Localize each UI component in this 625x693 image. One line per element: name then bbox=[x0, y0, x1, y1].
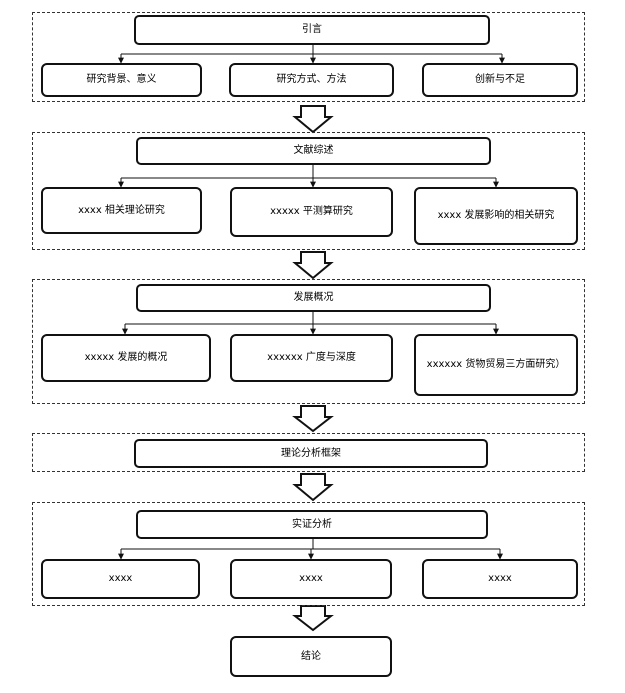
literature-item-impact: xxxx 发展影响的相关研究 bbox=[414, 187, 578, 245]
block-arrow-1 bbox=[292, 105, 334, 134]
block-arrow-2 bbox=[292, 251, 334, 280]
overview-item-status: xxxxx 发展的概况 bbox=[41, 334, 211, 382]
block-arrow-3 bbox=[292, 405, 334, 433]
block-arrow-5 bbox=[292, 605, 334, 632]
conclusion-box: 结论 bbox=[230, 636, 392, 677]
section-literature bbox=[32, 132, 585, 250]
intro-item-innovation: 创新与不足 bbox=[422, 63, 578, 97]
empirical-item-3: xxxx bbox=[422, 559, 578, 599]
connector-overview bbox=[122, 312, 499, 335]
section-intro bbox=[32, 12, 585, 102]
overview-item-trade: xxxxxx 货物贸易三方面研究） bbox=[414, 334, 578, 396]
framework-header-box: 理论分析框架 bbox=[134, 439, 488, 468]
section-empirical bbox=[32, 502, 585, 606]
section-framework bbox=[32, 433, 585, 472]
empirical-item-1: xxxx bbox=[41, 559, 200, 599]
literature-item-theory: xxxx 相关理论研究 bbox=[41, 187, 202, 234]
intro-item-background: 研究背景、意义 bbox=[41, 63, 202, 97]
empirical-header-box: 实证分析 bbox=[136, 510, 488, 539]
empirical-item-2: xxxx bbox=[230, 559, 392, 599]
connector-empirical bbox=[118, 539, 503, 560]
connector-intro bbox=[118, 45, 505, 64]
intro-header-box: 引言 bbox=[134, 15, 490, 45]
literature-header-box: 文献综述 bbox=[136, 137, 491, 165]
section-overview bbox=[32, 279, 585, 404]
literature-item-measure: xxxxx 平测算研究 bbox=[230, 187, 393, 237]
overview-header-box: 发展概况 bbox=[136, 284, 491, 312]
intro-item-methods: 研究方式、方法 bbox=[229, 63, 394, 97]
block-arrow-4 bbox=[292, 473, 334, 502]
overview-item-breadth: xxxxxx 广度与深度 bbox=[230, 334, 393, 382]
connector-literature bbox=[118, 165, 499, 188]
